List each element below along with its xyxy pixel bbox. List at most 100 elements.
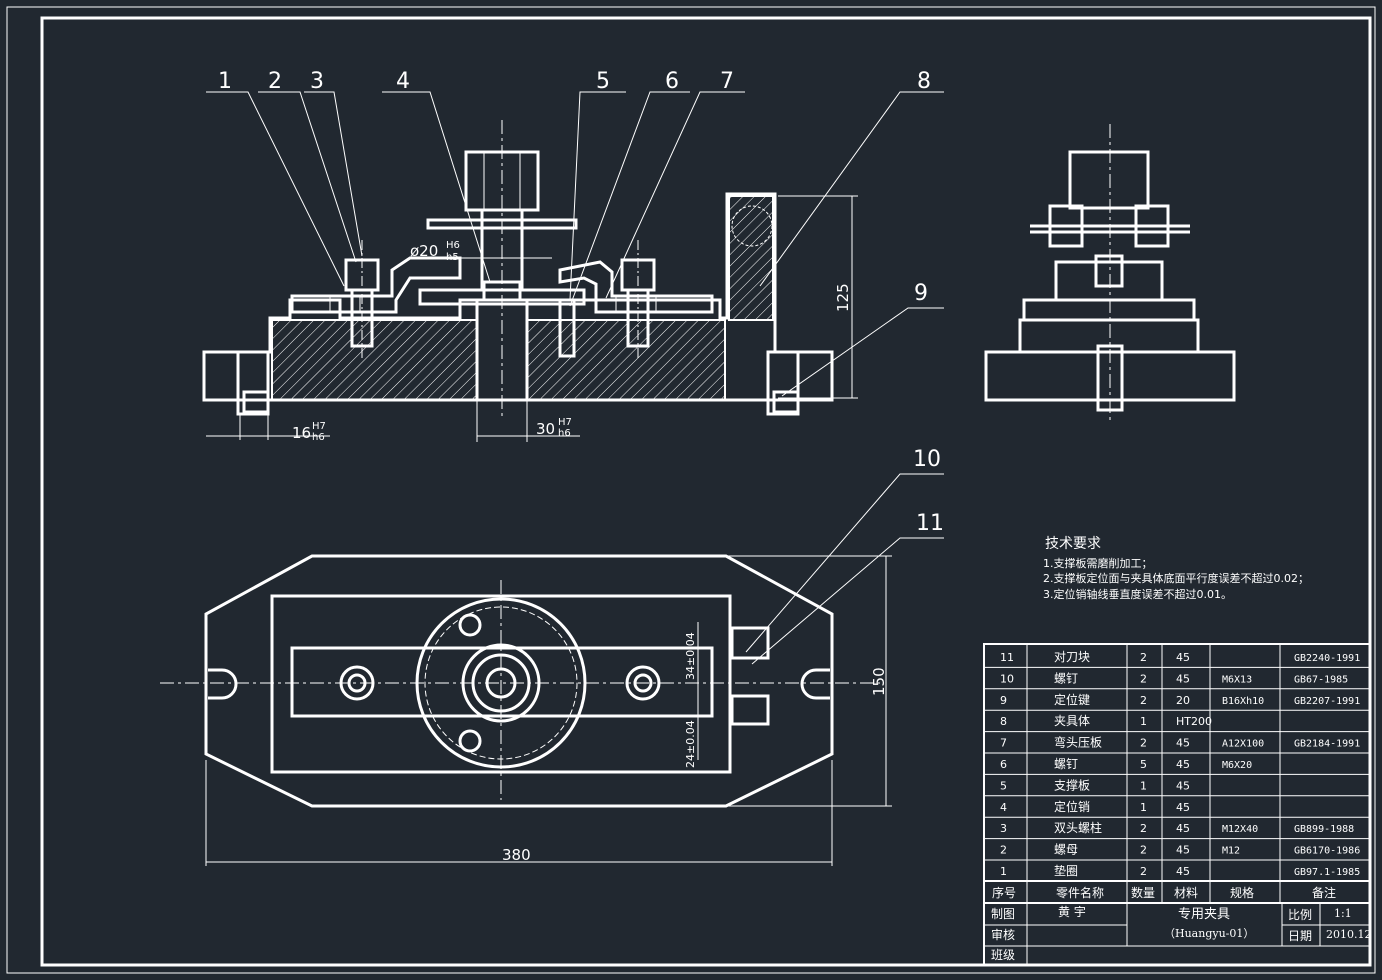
scale-value: 1:1 — [1334, 907, 1352, 920]
dim-center-tol-top: H7 — [558, 417, 572, 428]
drawn-label: 制图 — [991, 907, 1015, 921]
bom-cell-material: 45 — [1176, 651, 1190, 664]
class-label: 班级 — [991, 948, 1015, 962]
balloon-6: 6 — [665, 69, 679, 94]
balloon-9: 9 — [914, 281, 928, 306]
bom-cell-spec: M12X40 — [1222, 824, 1258, 835]
bom-cell-material: 45 — [1176, 844, 1190, 857]
body-section-left — [271, 319, 478, 401]
stud-3-left — [344, 240, 380, 360]
bom-cell-spec: B16Xh10 — [1222, 696, 1264, 707]
front-view — [202, 91, 944, 442]
balloon-4: 4 — [396, 69, 410, 94]
bom-cell-material: HT200 — [1176, 715, 1212, 728]
bom-header-material: 材料 — [1174, 886, 1198, 900]
bom-cell-no: 8 — [1000, 715, 1007, 728]
bom-cell-qty: 2 — [1140, 865, 1147, 878]
bom-cell-remark: GB899-1988 — [1294, 824, 1354, 835]
balloon-1: 1 — [218, 69, 232, 94]
bom-cell-qty: 1 — [1140, 715, 1147, 728]
bom-cell-spec: M6X20 — [1222, 760, 1252, 771]
dim-bore-tol-top: H6 — [446, 240, 460, 251]
bom-cell-no: 6 — [1000, 758, 1007, 771]
tech-requirement-3: 3.定位销轴线垂直度误差不超过0.01。 — [1043, 587, 1232, 601]
stud-3-right — [620, 240, 656, 360]
bom-cell-name: 双头螺柱 — [1054, 820, 1102, 835]
bom-cell-no: 4 — [1000, 801, 1007, 814]
bom-cell-name: 定位键 — [1054, 692, 1090, 707]
bom-cell-no: 11 — [1000, 651, 1014, 664]
tech-requirements-title: 技术要求 — [1045, 536, 1101, 552]
dim-upper-offset: 34±0.04 — [684, 632, 697, 680]
side-view — [984, 124, 1236, 420]
outer-border — [6, 6, 1376, 974]
bom-cell-qty: 2 — [1140, 822, 1147, 835]
bom-cell-material: 45 — [1176, 822, 1190, 835]
bom-cell-no: 10 — [1000, 672, 1014, 685]
dim-bore-diameter: ø20 — [410, 242, 438, 260]
dim-lower-offset: 24±0.04 — [684, 720, 697, 768]
bom-cell-name: 对刀块 — [1054, 650, 1090, 664]
bom-cell-qty: 2 — [1140, 694, 1147, 707]
balloon-8: 8 — [917, 69, 931, 94]
tech-requirement-2: 2.支撑板定位面与夹具体底面平行度误差不超过0.02； — [1043, 571, 1309, 585]
bom-cell-qty: 2 — [1140, 737, 1147, 750]
bom-cell-material: 45 — [1176, 865, 1190, 878]
dim-center-width: 30 — [536, 420, 555, 438]
clamp-7-right — [558, 260, 714, 314]
body-section-upright — [728, 195, 774, 321]
bom-cell-name: 弯头压板 — [1054, 735, 1102, 750]
bom-cell-qty: 1 — [1140, 779, 1147, 792]
bom-cell-no: 1 — [1000, 865, 1007, 878]
dim-left-tol-top: H7 — [312, 421, 326, 432]
bom-cell-qty: 2 — [1140, 651, 1147, 664]
balloon-7: 7 — [720, 69, 734, 94]
clamp-7-left — [290, 256, 462, 314]
bom-cell-name: 螺母 — [1054, 843, 1078, 857]
bom-cell-material: 45 — [1176, 801, 1190, 814]
bom-cell-material: 20 — [1176, 694, 1190, 707]
dim-length-380: 380 — [502, 846, 531, 864]
bom-cell-qty: 1 — [1140, 801, 1147, 814]
bom-cell-qty: 2 — [1140, 672, 1147, 685]
drawn-by: 黄 宇 — [1058, 905, 1086, 919]
drawing-number: （Huangyu-01） — [1164, 927, 1254, 940]
date-label: 日期 — [1288, 929, 1312, 943]
dim-left-width: 16 — [292, 424, 311, 442]
bom-cell-name: 夹具体 — [1054, 714, 1090, 728]
bom-cell-spec: M6X13 — [1222, 674, 1252, 685]
top-view — [160, 473, 944, 866]
bom-cell-remark: GB97.1-1985 — [1294, 867, 1360, 878]
bom-cell-qty: 2 — [1140, 844, 1147, 857]
dim-center-tol-bottom: h6 — [558, 428, 571, 439]
bom-header-name: 零件名称 — [1056, 885, 1104, 900]
checked-label: 审核 — [991, 927, 1015, 942]
bom-cell-remark: GB67-1985 — [1294, 674, 1348, 685]
body-section-right — [526, 319, 726, 401]
bom-cell-material: 45 — [1176, 672, 1190, 685]
balloon-3: 3 — [310, 69, 324, 94]
bom-cell-material: 45 — [1176, 758, 1190, 771]
inner-border — [40, 16, 1372, 967]
bom-cell-spec: A12X100 — [1222, 739, 1264, 750]
dim-left-tol-bottom: h6 — [312, 432, 325, 443]
bom-header-no: 序号 — [992, 885, 1016, 900]
dim-bore-tol-bottom: h5 — [446, 252, 459, 263]
dim-height-125: 125 — [834, 283, 852, 312]
bom-cell-no: 2 — [1000, 844, 1007, 857]
balloon-10: 10 — [913, 447, 941, 472]
drawing-title: 专用夹具 — [1178, 907, 1230, 922]
bom-header-remark: 备注 — [1312, 885, 1336, 900]
bom-cell-material: 45 — [1176, 737, 1190, 750]
bom-cell-remark: GB2184-1991 — [1294, 739, 1360, 750]
bom-cell-no: 7 — [1000, 737, 1007, 750]
bom-cell-remark: GB6170-1986 — [1294, 846, 1360, 857]
bom-cell-name: 支撑板 — [1054, 777, 1090, 792]
bom-header: 序号 零件名称 数量 材料 规格 备注 — [992, 885, 1336, 900]
tech-requirement-1: 1.支撑板需磨削加工； — [1043, 556, 1153, 570]
bom-cell-no: 9 — [1000, 694, 1007, 707]
dim-width-150: 150 — [870, 667, 888, 696]
balloon-5: 5 — [596, 69, 610, 94]
date-value: 2010.12 — [1326, 928, 1372, 941]
